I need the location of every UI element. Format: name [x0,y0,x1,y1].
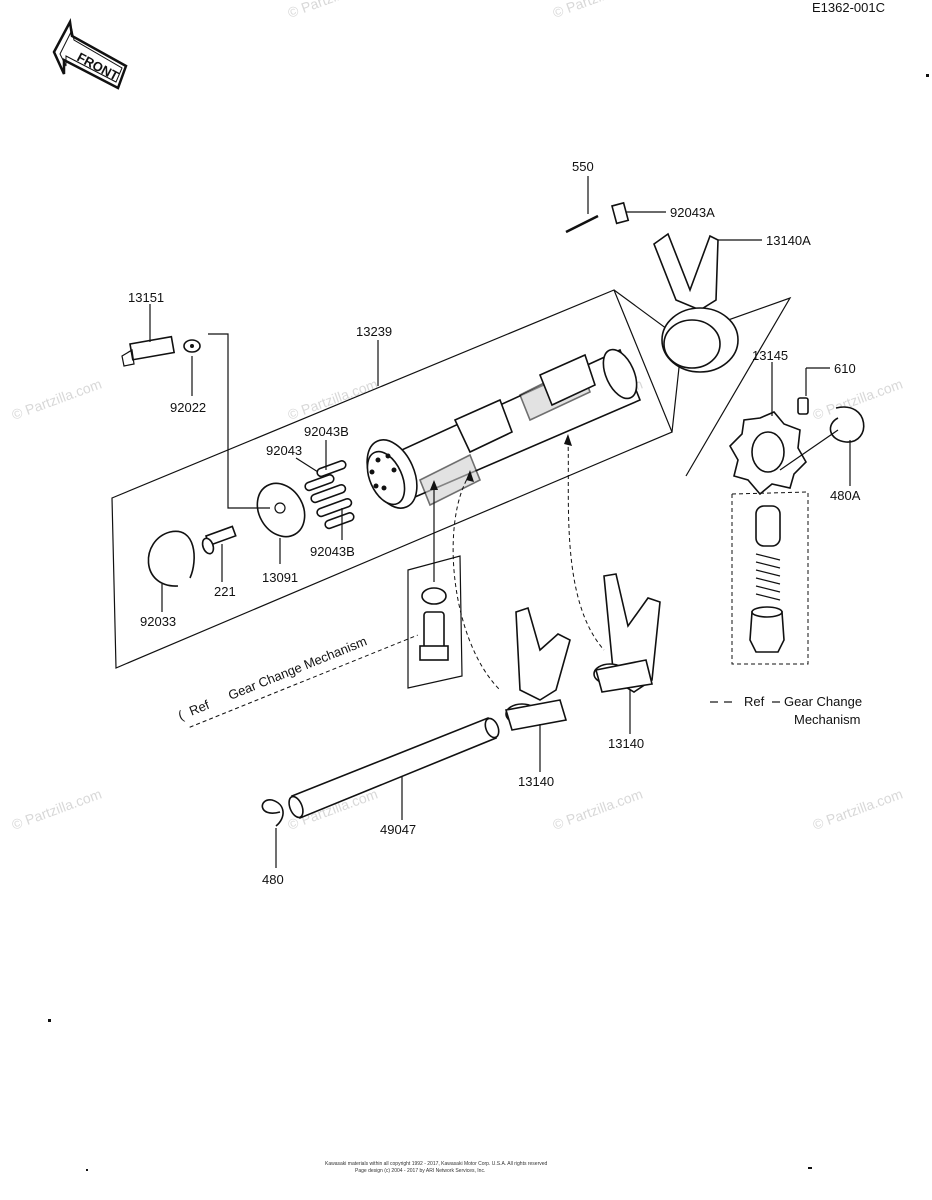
pin-550 [565,214,599,234]
leader-lines [149,176,851,868]
drum-plate [256,482,306,538]
part-label: 92043B [304,424,349,439]
part-label: 13091 [262,570,298,585]
circlip [147,530,195,587]
shift-fork-top [653,232,739,373]
ref-prefix: Ref [744,694,765,709]
diagram-code: E1362-001C [812,0,885,15]
part-label: 550 [572,159,594,174]
part-label: 49047 [380,822,416,837]
part-label: 92022 [170,400,206,415]
ref-text: Gear Change Mechanism [226,633,369,702]
detent-assembly [731,491,809,665]
part-label: 610 [834,361,856,376]
watermark: © Partzilla.com [551,786,645,833]
fork-shaft [288,716,500,820]
pin-92043a [611,201,630,225]
circlip-480 [261,799,284,827]
fork-path-line [452,473,501,691]
svg-text:(: ( [176,707,186,723]
pins [304,460,355,530]
watermark: © Partzilla.com [10,786,104,833]
shift-fork-right [593,573,661,693]
watermark: © Partzilla.com [286,0,380,21]
part-label: 92043 [266,443,302,458]
part-label: 92033 [140,614,176,629]
part-label: 13140 [608,736,644,751]
part-labels: 550 92043A 13140A 13151 13239 13145 610 … [128,159,861,887]
part-label: 480A [830,488,861,503]
ref-note-right: Ref Gear Change Mechanism [710,694,862,727]
shift-drum [366,348,642,509]
watermark: © Partzilla.com [811,786,905,833]
dot-mark [926,74,929,77]
shift-fork-left [504,606,571,731]
circlip-480a [829,406,865,443]
part-label: 13151 [128,290,164,305]
watermark: © Partzilla.com [10,376,104,423]
front-arrow-icon: FRONT [52,18,128,90]
part-label: 480 [262,872,284,887]
part-label: 13239 [356,324,392,339]
ref-line1: Gear Change [784,694,862,709]
copyright-line: Page design (c) 2004 - 2017 by ARI Netwo… [355,1168,485,1174]
pin-610 [797,397,809,415]
watermark: © Partzilla.com [286,376,380,423]
part-label: 13145 [752,348,788,363]
ref-line2: Mechanism [794,712,860,727]
part-label: 92043B [310,544,355,559]
copyright-line: Kawasaki materials within all copyright … [325,1161,548,1167]
neutral-switch [121,335,201,367]
part-label: 92043A [670,205,715,220]
detent-assembly-left [407,555,463,689]
part-label: 221 [214,584,236,599]
watermark: © Partzilla.com [551,0,645,21]
ref-prefix: Ref [187,697,212,719]
fork-path-line [567,439,605,651]
part-label: 13140 [518,774,554,789]
bolt [201,525,237,555]
dot-mark [48,1019,51,1022]
ref-note-left: ( Ref Gear Change Mechanism [176,633,418,728]
part-label: 13140A [766,233,811,248]
